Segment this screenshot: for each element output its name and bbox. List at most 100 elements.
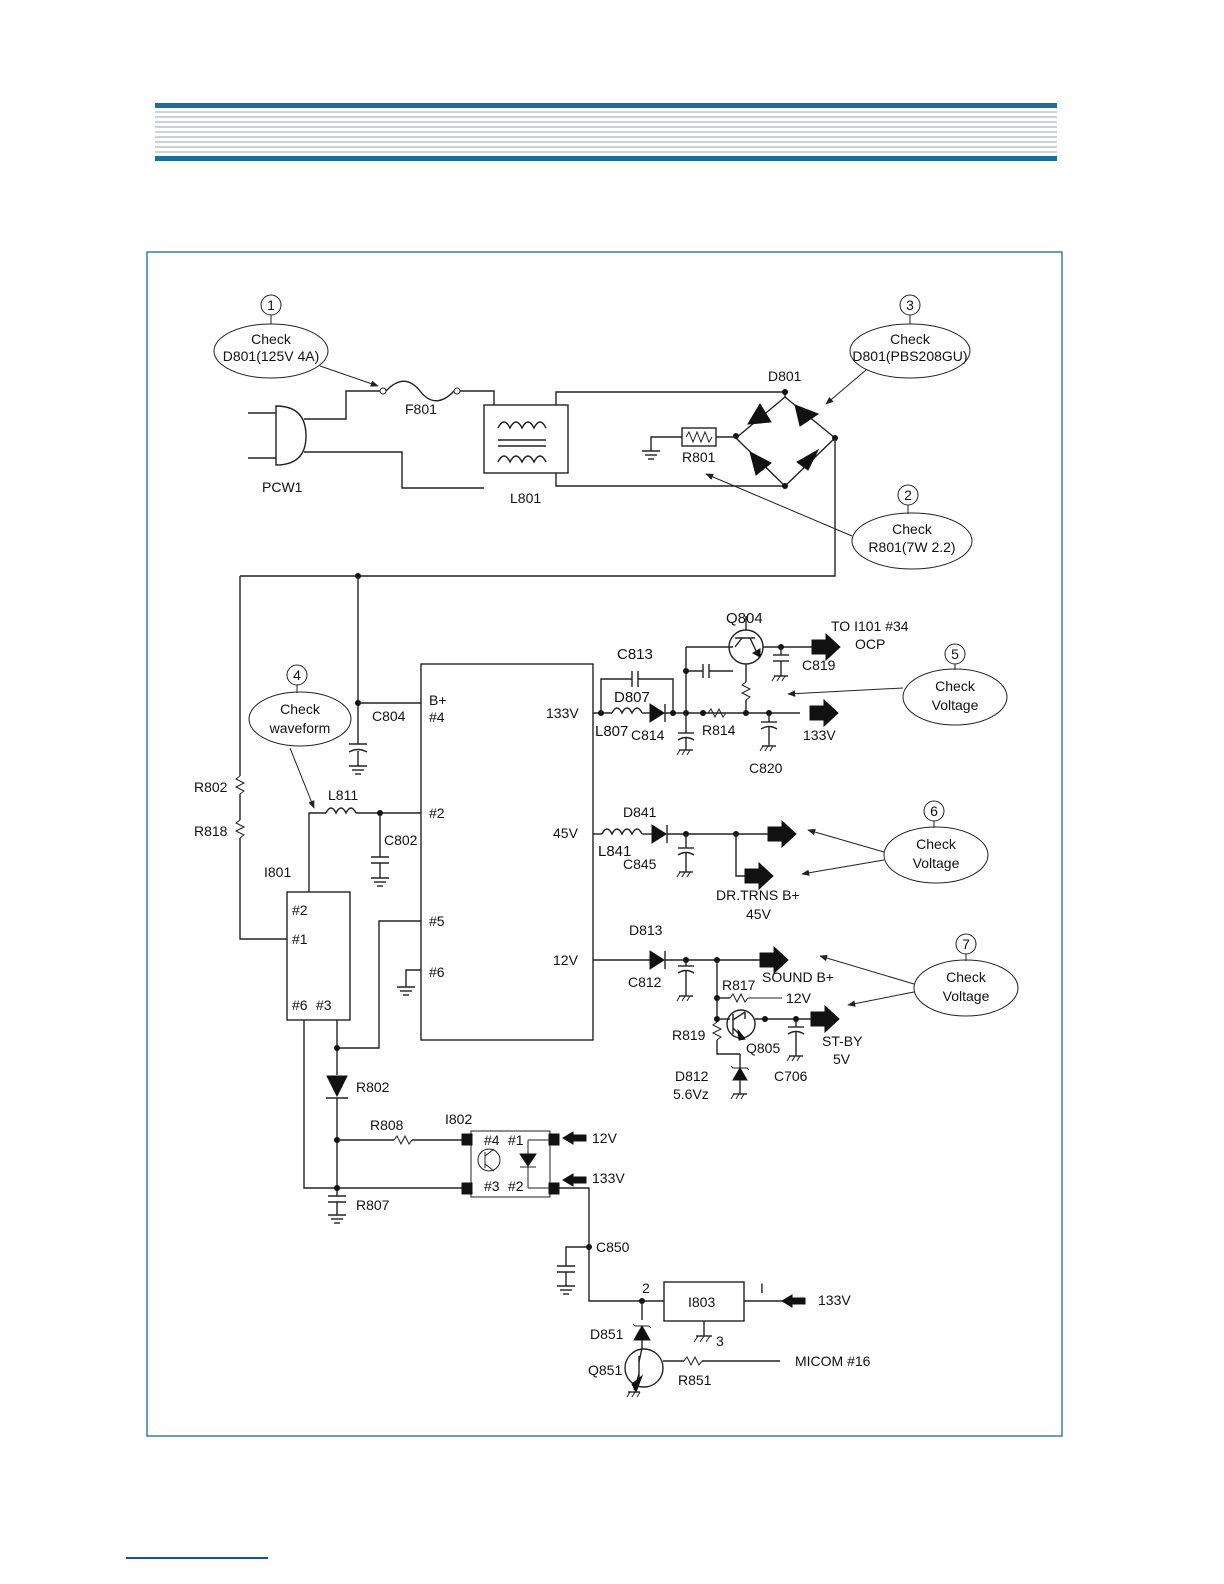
callout-4-line1: Check [280, 701, 321, 717]
label-c802: C802 [384, 832, 418, 848]
smps-transformer-block: B+ #4 #2 #5 #6 133V 45V 12V [420, 663, 594, 1041]
i802-pin3: #3 [484, 1178, 500, 1194]
pin-5: #5 [429, 913, 445, 929]
diode-r802: R802 [326, 1075, 390, 1099]
label-r801: R801 [682, 449, 716, 465]
output-arrow-45v-a [767, 819, 797, 849]
callout-5: 5 Check Voltage [787, 643, 1008, 726]
i802-pin4: #4 [484, 1132, 500, 1148]
label-dr-trns-v: 45V [746, 906, 772, 922]
label-r802-bottom: R802 [356, 1079, 390, 1095]
pin-12v: 12V [553, 952, 579, 968]
label-c845: C845 [623, 856, 657, 872]
label-i802: I802 [445, 1111, 472, 1127]
label-to-i101: TO I101 #34 [831, 618, 909, 634]
label-q804: Q804 [726, 610, 763, 627]
capacitor-c804: C804 [348, 708, 406, 775]
label-d801: D801 [768, 368, 802, 384]
optocoupler-i802: I802 #4 #1 #3 #2 [445, 1111, 560, 1198]
callout-2-number: 2 [904, 487, 912, 503]
callout-1: 1 Check D801(125V 4A) [213, 294, 379, 387]
label-r817-12v: 12V [786, 990, 812, 1006]
label-stby: ST-BY [822, 1033, 863, 1049]
label-r819: R819 [672, 1027, 706, 1043]
i802-pin1: #1 [508, 1132, 524, 1148]
capacitor-c845 [676, 834, 695, 878]
label-i801: I801 [264, 864, 291, 880]
callout-2-line1: Check [892, 521, 933, 537]
regulator-i803: I803 I 2 3 [642, 1280, 785, 1349]
label-l811: L811 [328, 787, 358, 803]
pin-4: #4 [429, 709, 445, 725]
callout-1-line1: Check [251, 331, 292, 347]
label-c813: C813 [617, 646, 653, 663]
label-f801: F801 [405, 401, 437, 417]
capacitor-c820: C820 [749, 713, 783, 776]
label-out-133v: 133V [803, 727, 836, 743]
label-c814: C814 [631, 727, 665, 743]
label-d851: D851 [590, 1326, 624, 1342]
output-arrow-dr-trns [744, 861, 774, 891]
callout-6-line1: Check [916, 836, 957, 852]
label-r851: R851 [678, 1372, 712, 1388]
callout-7-line2: Voltage [943, 988, 990, 1004]
header-stripes [155, 111, 1057, 153]
callout-6-line2: Voltage [913, 855, 960, 871]
transistor-q804: Q804 [726, 610, 764, 665]
label-d813: D813 [629, 922, 663, 938]
i803-pin-in: I [760, 1280, 764, 1296]
label-sound-b: SOUND B+ [762, 969, 834, 985]
output-arrow-133v [809, 698, 839, 728]
output-arrow-sound [759, 945, 789, 975]
callout-6: 6 Check Voltage [801, 800, 989, 884]
label-in-12v: 12V [592, 1130, 618, 1146]
line-filter-l801: L801 [483, 404, 569, 506]
label-q851: Q851 [588, 1362, 622, 1378]
callout-5-number: 5 [951, 646, 959, 662]
label-i803: I803 [688, 1294, 715, 1310]
transistor-q851: Q851 R851 MICOM #16 [588, 1347, 871, 1398]
output-arrow-ocp [811, 632, 841, 662]
capacitor-r807: R807 [328, 1195, 390, 1224]
label-c804: C804 [372, 708, 406, 724]
label-r808: R808 [370, 1117, 404, 1133]
label-c706: C706 [774, 1068, 808, 1084]
callout-1-line2: D801(125V 4A) [223, 348, 320, 364]
label-r814: R814 [702, 722, 736, 738]
resistor-r819: R819 [672, 1021, 740, 1055]
header-top-bar [155, 103, 1057, 108]
label-c812: C812 [628, 974, 662, 990]
label-dr-trns: DR.TRNS B+ [716, 887, 800, 903]
callout-1-number: 1 [267, 297, 275, 313]
fuse-f801: F801 [379, 380, 461, 417]
callout-7-line1: Check [946, 969, 987, 985]
pin-bplus: B+ [429, 692, 447, 708]
label-l801: L801 [510, 490, 541, 506]
bridge-rectifier-d801: D801 [733, 368, 838, 489]
pin-2: #2 [429, 805, 445, 821]
i803-pin-gnd: 3 [716, 1333, 724, 1349]
label-l841: L841 [598, 843, 631, 860]
i803-pin-out: 2 [642, 1280, 650, 1296]
resistor-r801: R801 [642, 427, 736, 465]
callout-6-number: 6 [930, 803, 938, 819]
input-arrow-133v: 133V [562, 1170, 625, 1187]
label-ocp: OCP [855, 636, 885, 652]
input-arrow-i803-133v: 133V [781, 1292, 851, 1308]
diagram-frame [146, 251, 1063, 1437]
callout-5-line2: Voltage [932, 697, 979, 713]
i801-pin3: #3 [316, 997, 332, 1013]
label-c819: C819 [802, 657, 836, 673]
capacitor-c802: C802 [371, 813, 418, 887]
input-arrow-12v: 12V [562, 1130, 618, 1146]
transistor-q805: Q805 [726, 1009, 811, 1056]
capacitor-c814 [676, 713, 695, 756]
label-r807: R807 [356, 1197, 390, 1213]
capacitor-c706: C706 [774, 1019, 808, 1084]
callout-2-line2: R801(7W 2.2) [868, 539, 955, 555]
header-bottom-bar [155, 156, 1057, 161]
i802-pin2: #2 [508, 1178, 524, 1194]
callout-4: 4 Check waveform [248, 664, 352, 809]
label-stby-v: 5V [833, 1051, 851, 1067]
